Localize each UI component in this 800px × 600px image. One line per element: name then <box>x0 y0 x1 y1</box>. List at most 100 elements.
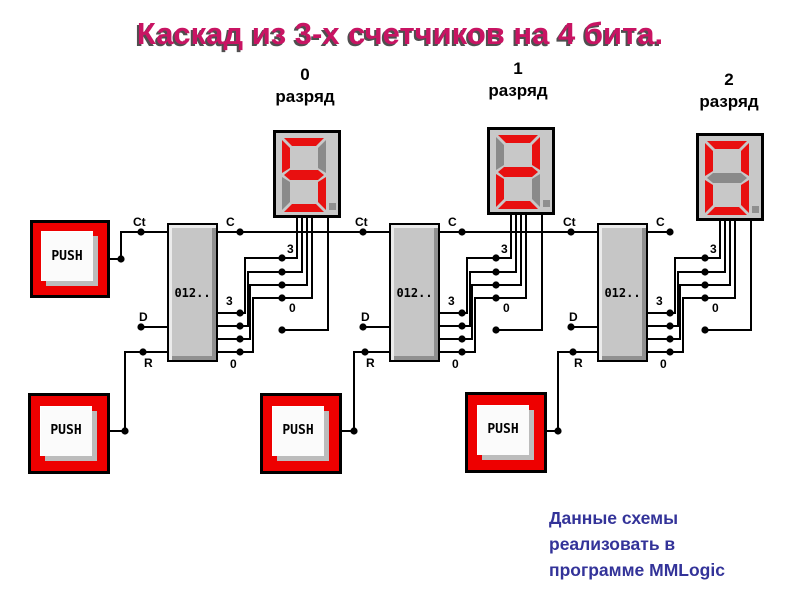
footer-line: Данные схемы <box>549 508 679 528</box>
push-button-3[interactable]: PUSH <box>465 392 547 473</box>
segment-c-on <box>318 177 326 210</box>
footer-note: Данные схемы реализовать в программе MML… <box>549 505 725 583</box>
wire-junction-dot <box>701 326 709 334</box>
wire-junction-dot <box>236 322 244 330</box>
segment-b-off <box>318 140 326 173</box>
bit-word-label: разряд <box>275 87 335 106</box>
segment-f-off <box>496 137 504 170</box>
push-button-label: PUSH <box>51 248 83 264</box>
pin-label-r-0: R <box>144 356 153 370</box>
wire-junction-dot <box>236 309 244 317</box>
segment-b-on <box>741 143 749 176</box>
column-header-0: 0 разряд <box>250 64 360 108</box>
pin-label-bus3-1: 3 <box>501 242 508 256</box>
wire-junction-dot <box>137 228 145 236</box>
bit-word-label: разряд <box>488 81 548 100</box>
pin-label-out0-2: 0 <box>660 357 667 371</box>
push-button-face[interactable]: PUSH <box>272 405 324 456</box>
segment-e-on <box>496 174 504 207</box>
bit-index-label: 2 <box>724 70 734 89</box>
segment-c-on <box>741 180 749 213</box>
wire-junction-dot <box>278 294 286 302</box>
segment-f-on <box>282 140 290 173</box>
wire-junction-dot <box>567 228 575 236</box>
wire-junction-dot <box>236 228 244 236</box>
wire-junction-dot <box>278 254 286 262</box>
pin-label-bus0-1: 0 <box>503 301 510 315</box>
column-header-1: 1 разряд <box>463 58 573 102</box>
pin-label-bus3-2: 3 <box>710 242 717 256</box>
wire-junction-dot <box>666 335 674 343</box>
pin-label-out3-2: 3 <box>656 294 663 308</box>
decimal-point-off <box>752 206 759 213</box>
wire-junction-dot <box>492 268 500 276</box>
pin-label-ct-1: Ct <box>355 215 368 229</box>
segment-d-on <box>707 207 747 215</box>
wire-path <box>110 215 752 432</box>
push-button-face[interactable]: PUSH <box>41 231 93 281</box>
pin-label-out3-0: 3 <box>226 294 233 308</box>
pin-label-c-0: C <box>226 215 235 229</box>
wire-junction-dot <box>666 322 674 330</box>
push-button-face[interactable]: PUSH <box>477 404 529 455</box>
segment-a-on <box>498 135 538 143</box>
segment-f-on <box>705 143 713 176</box>
pin-label-ct-0: Ct <box>133 215 146 229</box>
push-button-face[interactable]: PUSH <box>40 405 92 456</box>
wire-junction-dot <box>666 309 674 317</box>
pin-label-out0-0: 0 <box>230 357 237 371</box>
segment-b-on <box>532 137 540 170</box>
wire-junction-dot <box>666 348 674 356</box>
wire-junction-dot <box>701 254 709 262</box>
segment-a-on <box>284 138 324 146</box>
segment-g-off <box>707 173 747 183</box>
segment-c-off <box>532 174 540 207</box>
pin-label-c-1: C <box>448 215 457 229</box>
counter-chip-label: 012.. <box>604 285 641 300</box>
push-button-0[interactable]: PUSH <box>30 220 110 298</box>
pin-label-r-1: R <box>366 356 375 370</box>
bit-index-label: 0 <box>300 65 310 84</box>
push-button-label: PUSH <box>487 422 519 437</box>
wire-junction-dot <box>236 348 244 356</box>
wire-junction-dot <box>117 255 125 263</box>
segment-g-on <box>498 167 538 177</box>
push-button-2[interactable]: PUSH <box>260 393 342 474</box>
pin-label-r-2: R <box>574 356 583 370</box>
segment-g-on <box>284 170 324 180</box>
wire-junction-dot <box>569 348 577 356</box>
wire-junction-dot <box>701 294 709 302</box>
counter-chip-label: 012.. <box>396 285 433 300</box>
wire-junction-dot <box>701 268 709 276</box>
slide-title: Каскад из 3-х счетчиков на 4 бита. <box>136 16 664 51</box>
wire-junction-dot <box>492 294 500 302</box>
seven-segment-display-0 <box>273 130 341 218</box>
push-button-1[interactable]: PUSH <box>28 393 110 474</box>
pin-label-out0-1: 0 <box>452 357 459 371</box>
segment-d-on <box>498 201 538 209</box>
wire-junction-dot <box>350 427 358 435</box>
wire-junction-dot <box>567 323 575 331</box>
pin-label-c-2: C <box>656 215 665 229</box>
counter-chip-1: 012.. <box>389 223 440 362</box>
push-button-label: PUSH <box>50 423 82 438</box>
pin-label-bus0-0: 0 <box>289 301 296 315</box>
wire-junction-dot <box>359 228 367 236</box>
segment-e-off <box>282 177 290 210</box>
decimal-point-off <box>543 200 550 207</box>
bit-index-label: 1 <box>513 59 523 78</box>
counter-chip-2: 012.. <box>597 223 648 362</box>
wire-junction-dot <box>137 323 145 331</box>
wire-junction-dot <box>278 281 286 289</box>
column-header-2: 2 разряд <box>674 69 784 113</box>
footer-line: программе MMLogic <box>549 560 725 580</box>
segment-a-on <box>707 141 747 149</box>
wire-junction-dot <box>458 322 466 330</box>
segment-d-on <box>284 204 324 212</box>
wire-junction-dot <box>236 335 244 343</box>
seven-segment-display-2 <box>696 133 764 221</box>
push-button-label: PUSH <box>282 423 314 438</box>
wire-junction-dot <box>458 228 466 236</box>
wire-junction-dot <box>666 228 674 236</box>
